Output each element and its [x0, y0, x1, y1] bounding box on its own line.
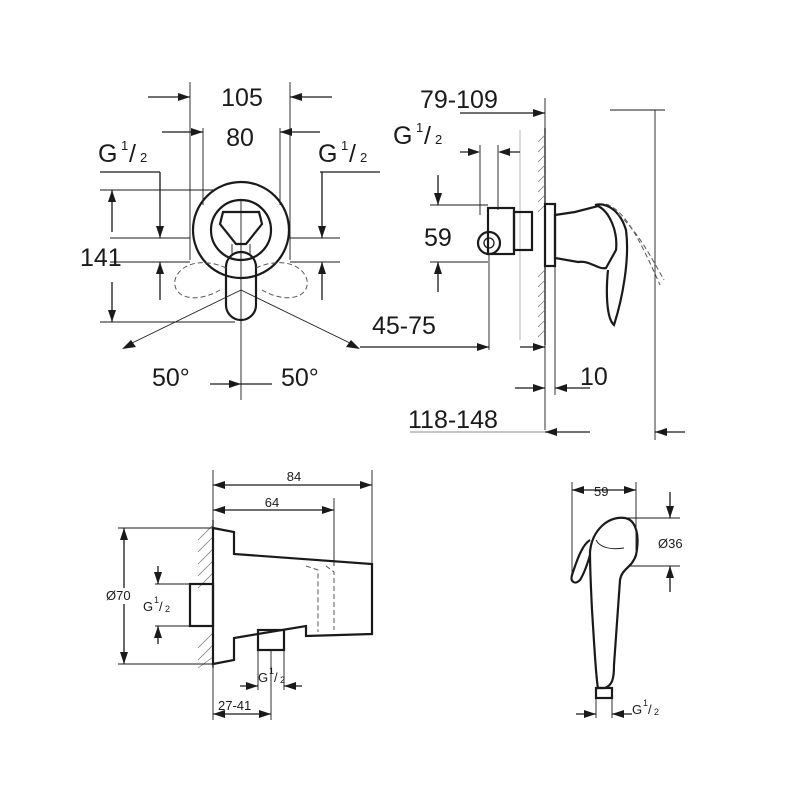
- thread-left-num: 1: [121, 138, 128, 153]
- holder-thread-left: G 1 / 2: [143, 566, 190, 644]
- dim-depth-label: 79-109: [420, 86, 498, 114]
- dim-width-outer-label: 105: [221, 84, 263, 112]
- side-dim-height: 59: [424, 175, 488, 292]
- holder-dim-total-label: 84: [287, 469, 301, 484]
- dim-width-inner-label: 80: [226, 124, 254, 152]
- svg-text:/: /: [274, 670, 278, 685]
- holder-thread-left-den: 2: [165, 604, 170, 614]
- svg-text:/: /: [349, 140, 356, 168]
- spray-dim-diameter: Ø36: [625, 492, 683, 592]
- spray-thread-den: 2: [654, 707, 659, 717]
- holder-thread-bottom-num: 1: [269, 666, 274, 676]
- spray-dim-width: 59: [571, 482, 637, 575]
- svg-text:/: /: [159, 599, 163, 614]
- thread-right-den: 2: [360, 150, 367, 165]
- holder-view: 84 64 Ø70 G 1: [104, 469, 374, 720]
- holder-dim-total: 84: [212, 469, 373, 564]
- dim-width-inner: 80: [162, 124, 320, 152]
- dim-height-label: 141: [80, 244, 122, 272]
- side-view: 79-109 G 1 / 2 59: [360, 86, 685, 440]
- front-view: 105 80 G 1 / 2 G 1 / 2: [80, 82, 380, 400]
- holder-body: [188, 526, 374, 666]
- holder-thread-bottom-label: G: [258, 670, 268, 685]
- dim-plate-label: 10: [580, 363, 608, 391]
- holder-dim-bottom: 27-41: [212, 650, 272, 720]
- svg-text:/: /: [648, 702, 652, 717]
- side-thread-label: G: [393, 122, 412, 150]
- thread-right: G 1 / 2: [318, 138, 380, 300]
- dim-depth: 79-109: [420, 86, 546, 128]
- dim-total: 118-148: [408, 109, 685, 440]
- side-thread-den: 2: [435, 132, 442, 147]
- spray-head: [570, 516, 639, 700]
- thread-right-num: 1: [341, 138, 348, 153]
- angle-right-label: 50°: [281, 364, 319, 392]
- dim-total-label: 118-148: [408, 406, 498, 434]
- holder-dim-bottom-label: 27-41: [218, 698, 251, 713]
- mixer-rosette: [174, 180, 308, 322]
- holder-thread-bottom-den: 2: [280, 675, 285, 685]
- thread-right-label: G: [318, 140, 337, 168]
- holder-thread-left-num: 1: [154, 595, 159, 605]
- dim-width-outer: 105: [148, 84, 332, 112]
- angle-left-label: 50°: [152, 364, 190, 392]
- dim-offset: 45-75: [360, 254, 545, 351]
- svg-text:/: /: [129, 140, 136, 168]
- holder-dim-diameter: Ø70: [104, 527, 213, 665]
- holder-dim-inner-label: 64: [265, 495, 279, 510]
- thread-left-den: 2: [140, 150, 147, 165]
- thread-left-label: G: [98, 140, 117, 168]
- dim-plate: 10: [515, 266, 608, 430]
- side-dim-height-label: 59: [424, 224, 452, 252]
- side-mixer-body: [476, 202, 665, 327]
- holder-thread-left-label: G: [143, 599, 153, 614]
- dim-height: 141: [80, 189, 235, 323]
- spray-view: 59 Ø36 G 1 / 2: [570, 482, 683, 718]
- angle-dims: 50° 50°: [122, 289, 360, 392]
- dim-offset-label: 45-75: [372, 312, 436, 340]
- holder-dim-inner: 64: [213, 495, 335, 566]
- holder-wall: [197, 520, 214, 669]
- holder-dim-diameter-label: Ø70: [106, 588, 131, 603]
- side-thread-num: 1: [416, 120, 423, 135]
- spray-dim-width-label: 59: [594, 484, 608, 499]
- spray-thread-num: 1: [643, 698, 648, 708]
- thread-left: G 1 / 2: [98, 138, 164, 300]
- side-thread: G 1 / 2: [393, 120, 520, 215]
- svg-text:/: /: [424, 122, 431, 150]
- holder-thread-bottom: G 1 / 2: [240, 650, 302, 690]
- spray-thread-label: G: [632, 702, 642, 717]
- spray-dim-diameter-label: Ø36: [658, 536, 683, 551]
- spray-thread: G 1 / 2: [576, 698, 659, 718]
